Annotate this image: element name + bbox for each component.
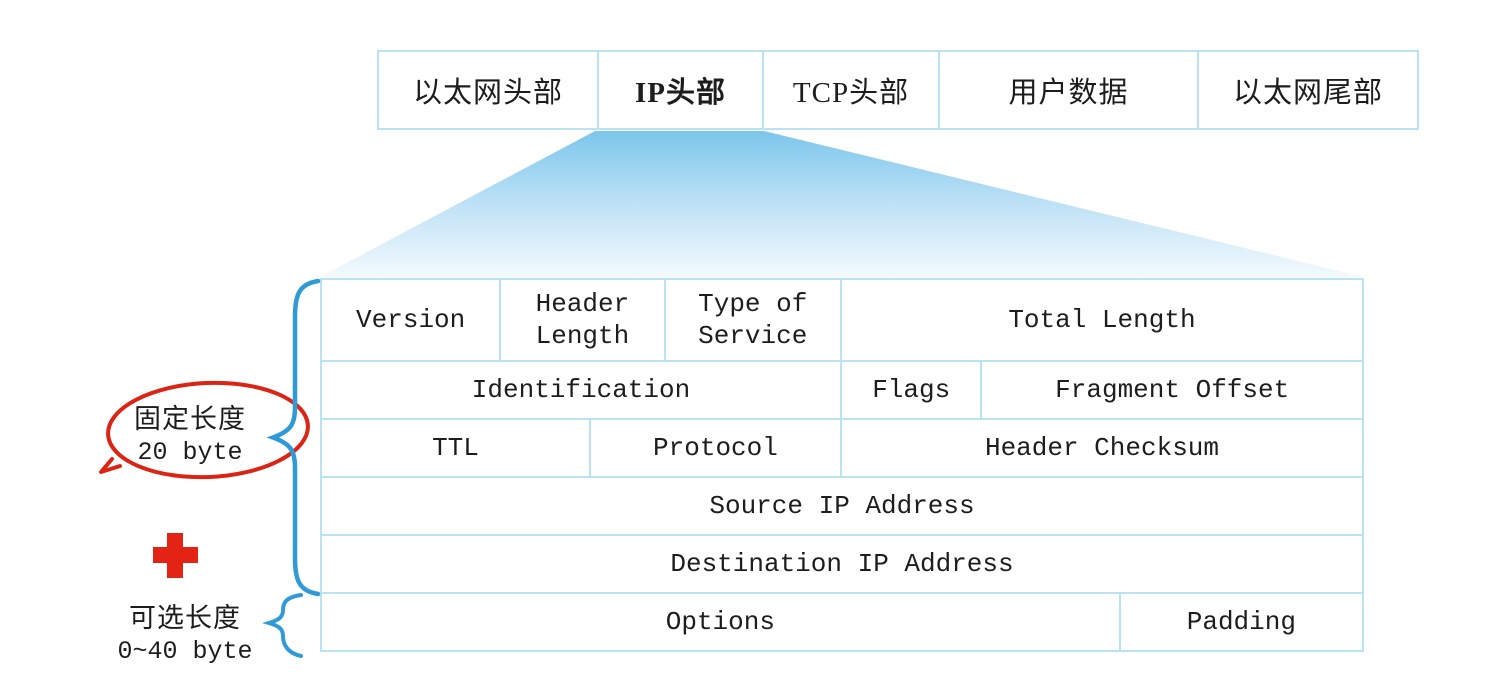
cell-type-of-service: Type of Service [666,280,842,360]
cell-protocol: Protocol [591,420,842,476]
packet-strip: 以太网头部 IP头部 TCP头部 用户数据 以太网尾部 [377,50,1419,130]
optional-length-note: 可选长度 0~40 byte [85,601,285,669]
table-row-2: Identification Flags Fragment Offset [322,362,1362,420]
table-row-1: Version Header Length Type of Service To… [322,280,1362,362]
cell-padding: Padding [1186,606,1296,637]
fixed-length-value: 20 byte [137,438,243,467]
cell-fragment-offset: Fragment Offset [1055,374,1290,405]
cell-identification: Identification [322,362,842,418]
cell-options: Options [322,594,1121,650]
cell-source-ip-address: Source IP Address [709,490,975,521]
ip-header-table: Version Header Length Type of Service To… [320,278,1364,652]
red-plus-icon [153,533,198,578]
cell-flags: Flags [842,362,983,418]
cell-header-checksum: Header Checksum [984,432,1220,463]
table-row-5: Destination IP Address [322,536,1362,594]
strip-cell-ethernet-trailer: 以太网尾部 [1232,77,1383,109]
table-row-3: TTL Protocol Header Checksum [322,420,1362,478]
cell-destination-ip-address: Destination IP Address [670,548,1014,579]
cell-version: Version [322,280,502,360]
funnel-polygon [320,131,1364,277]
cell-ttl: TTL [322,420,591,476]
strip-cell-tcp-header: TCP头部 [764,52,940,128]
optional-length-label-cn: 可选长度 [129,603,241,633]
strip-cell-ip-header: IP头部 [599,52,764,128]
cell-total-length: Total Length [1008,304,1196,335]
cell-header-length: Header Length [501,280,666,360]
fixed-length-label-cn: 固定长度 [134,404,246,434]
fixed-length-note: 固定长度 20 byte [95,402,285,470]
table-row-4: Source IP Address [322,478,1362,536]
table-row-6: Options Padding [322,594,1362,650]
optional-length-value: 0~40 byte [117,637,253,666]
strip-cell-user-data: 用户数据 [940,52,1199,128]
strip-cell-ethernet-header: 以太网头部 [379,52,599,128]
